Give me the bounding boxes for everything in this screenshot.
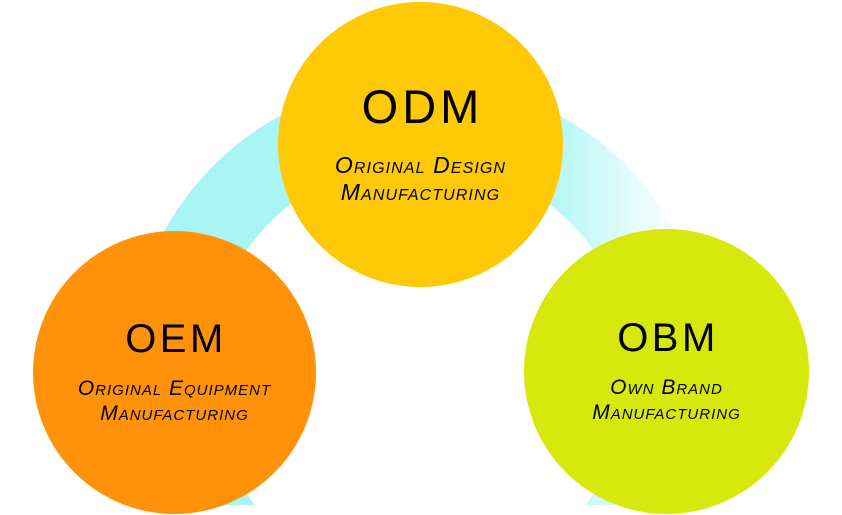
node-oem-expansion: Original Equipment Manufacturing: [78, 377, 271, 427]
node-obm-expansion-line2: Manufacturing: [592, 400, 741, 424]
node-odm-expansion-line2: Manufacturing: [340, 179, 501, 205]
node-odm-acronym: ODM: [361, 80, 484, 134]
node-oem-expansion-line2: Manufacturing: [100, 401, 249, 425]
node-odm-expansion-line1: Original Design: [334, 152, 507, 179]
node-odm-expansion: Original Design Manufacturing: [335, 152, 506, 205]
node-obm-expansion-line1: Own Brand: [610, 375, 723, 399]
node-oem-acronym: OEM: [125, 316, 227, 361]
node-obm-expansion: Own Brand Manufacturing: [592, 376, 741, 426]
node-oem[interactable]: OEM Original Equipment Manufacturing: [33, 231, 316, 514]
node-oem-expansion-line1: Original Equipment: [77, 376, 272, 400]
node-obm[interactable]: OBM Own Brand Manufacturing: [524, 229, 809, 514]
node-obm-acronym: OBM: [617, 315, 719, 360]
node-odm[interactable]: ODM Original Design Manufacturing: [278, 2, 563, 287]
